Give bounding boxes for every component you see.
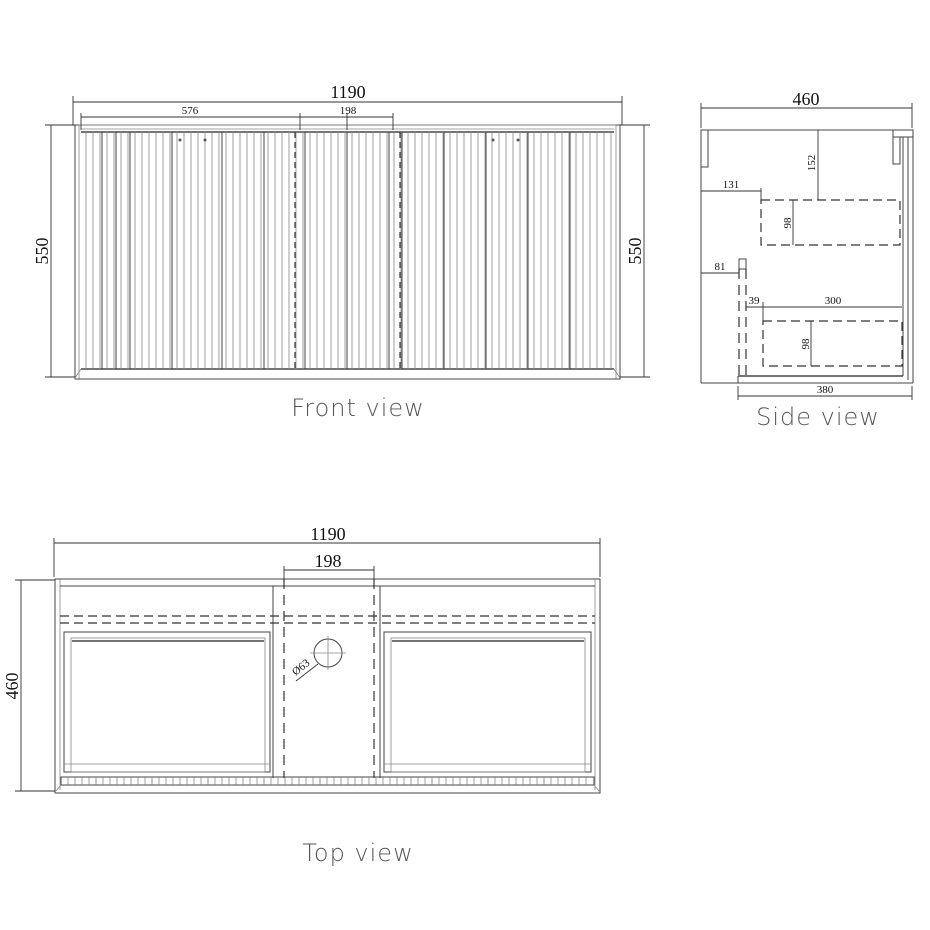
side-top-dim: 152 <box>806 155 818 172</box>
top-width-dim: 1190 <box>310 524 345 544</box>
side-drawer1-offset-dim: 131 <box>723 179 740 191</box>
top-view: Ø63 1190 198 460 Top view <box>2 524 601 867</box>
front-height-dim-right: 550 <box>625 238 645 265</box>
front-view-title: Front view <box>291 394 425 422</box>
side-drawer2-offset-dim: 39 <box>749 295 761 307</box>
side-drawer2-height-dim: 98 <box>800 338 812 350</box>
side-depth-dim: 460 <box>793 89 820 109</box>
front-center-dim: 198 <box>340 105 357 117</box>
top-depth-dim: 460 <box>2 673 22 700</box>
front-height-dim-left: 550 <box>32 238 52 265</box>
front-view: 1190 576 198 550 550 Front view <box>32 82 650 422</box>
side-view: 460 152 131 98 81 39 300 98 380 Side vie… <box>700 89 914 431</box>
drain-hole-icon <box>295 636 346 682</box>
front-width-dim: 1190 <box>330 82 365 102</box>
side-drawer1-height-dim: 98 <box>782 217 794 229</box>
side-base-dim: 380 <box>817 384 834 396</box>
front-offset-dim: 576 <box>182 105 199 117</box>
side-back-offset-dim: 81 <box>715 261 726 273</box>
top-view-title: Top view <box>302 839 413 867</box>
fluted-door-slats <box>85 132 612 369</box>
side-drawer2-depth-dim: 300 <box>825 295 842 307</box>
side-view-title: Side view <box>756 403 880 431</box>
top-center-dim: 198 <box>315 551 342 571</box>
hole-dim: Ø63 <box>290 657 313 678</box>
